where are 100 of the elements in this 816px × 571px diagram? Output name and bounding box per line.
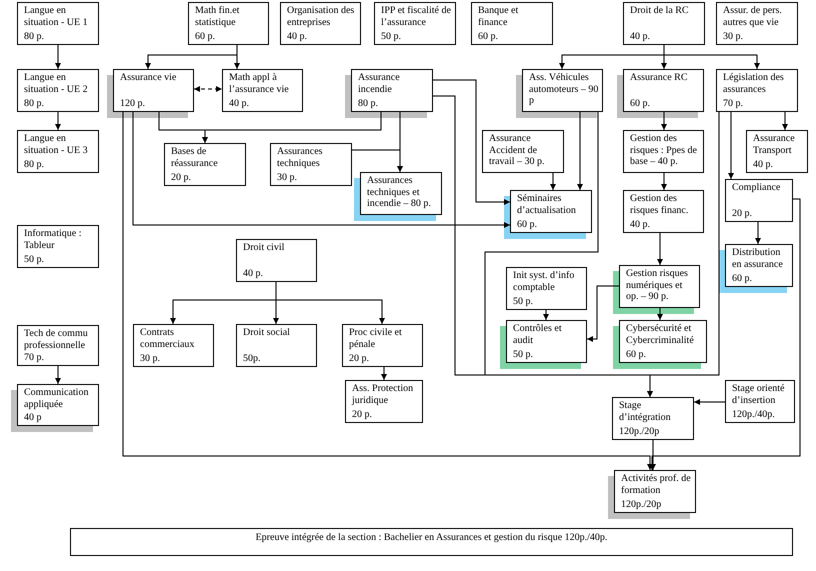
arrow (586, 286, 620, 342)
course-title: Assurance incendie (358, 72, 401, 95)
course-box (17, 69, 99, 112)
course-title: Gestion risques numériques et op. – 90 p. (626, 268, 689, 302)
course-hours: 20 p. (171, 172, 192, 183)
course-hours: 40 p. (287, 30, 308, 42)
course-title: Droit civil (243, 242, 286, 254)
arrow (649, 198, 800, 470)
course-hours: 50 p. (381, 30, 402, 42)
course-title: Math appl à l’assurance vie (229, 72, 290, 95)
course-title: Compliance (732, 182, 782, 194)
course-box (113, 69, 194, 112)
course-title: Stage d’intégration (619, 400, 672, 423)
course-title: Activités prof. de formation (621, 473, 692, 496)
course-title: Assurance vie (120, 72, 178, 84)
exam-box (70, 528, 793, 556)
arrow (276, 282, 385, 324)
arrow (728, 112, 734, 180)
course-title: Stage orienté d’insertion (732, 383, 786, 406)
course-box (17, 130, 99, 173)
course-title: Droit de la RC (630, 5, 690, 16)
arrow (381, 366, 387, 380)
arrow (432, 80, 510, 205)
course-title: IPP et fiscalité de l’assurance (381, 5, 452, 28)
course-box (623, 130, 704, 173)
course-box (612, 397, 694, 440)
arrow (782, 112, 788, 130)
course-title: Législation des assurances (723, 72, 785, 95)
course-hours: 20 p. (349, 352, 370, 364)
course-box (360, 172, 442, 215)
course-hours: 60 p. (630, 98, 651, 109)
course-title: Assurances techniques et incendie – 80 p. (367, 175, 432, 210)
course-hours: 50 p. (513, 296, 534, 307)
course-hours: 70 p. (723, 98, 744, 109)
course-hours: 80 p. (24, 30, 45, 42)
arrow (55, 112, 61, 130)
course-hours: 30 p. (140, 352, 161, 364)
course-title: Banque et finance (478, 5, 520, 28)
course-box (623, 190, 704, 233)
course-box (17, 2, 99, 45)
arrow (755, 222, 761, 244)
course-hours: 70 p. (24, 352, 45, 363)
course-box (619, 265, 700, 308)
course-box (619, 320, 707, 363)
course-box (270, 143, 352, 186)
arrow (132, 112, 510, 228)
course-hours: 40 p (24, 412, 42, 423)
course-box (522, 69, 603, 112)
arrow (657, 308, 663, 320)
course-box (236, 239, 317, 282)
arrow (577, 112, 583, 190)
arrow (543, 310, 549, 320)
course-title: Assurance Transport (753, 133, 796, 156)
course-hours: 120 p. (120, 98, 146, 109)
course-title: Séminaires d’actualisation (517, 193, 577, 216)
course-box (188, 2, 269, 45)
arrow (55, 44, 61, 70)
course-box (623, 69, 704, 112)
course-title: Distribution en assurance (732, 247, 784, 270)
course-hours: 40 p. (630, 30, 651, 42)
course-box (716, 2, 798, 45)
course-hours: 60 p. (517, 218, 538, 230)
course-title: Assurance Accident de travail – 30 p. (489, 133, 546, 168)
arrow (647, 112, 720, 398)
course-box (17, 384, 99, 426)
course-hours: 20 p. (352, 408, 373, 420)
course-hours: 60 p. (478, 30, 499, 42)
arrow (122, 112, 653, 470)
course-title: Ass. Protection juridique (352, 383, 414, 406)
course-box (510, 190, 592, 233)
course-box (716, 69, 798, 112)
course-box (236, 324, 317, 367)
course-box (280, 2, 361, 45)
course-box (17, 325, 99, 366)
course-box (623, 2, 705, 45)
course-title: Epreuve intégrée de la section : Bachelier en Assurances et gestion du risque 120p./40p. (254, 532, 608, 544)
course-hours: 80 p. (24, 98, 45, 109)
course-title: Informatique : Tableur (24, 228, 82, 251)
course-hours: 50p. (243, 352, 262, 364)
course-box (222, 69, 303, 112)
course-box (164, 143, 246, 186)
course-hours: 80 p. (24, 158, 45, 170)
course-hours: 40 p. (630, 218, 651, 230)
course-title: Assurance RC (630, 72, 688, 84)
course-box (725, 380, 795, 423)
course-box (506, 320, 587, 363)
course-box (725, 179, 793, 222)
course-title: Gestion des risques financ. (630, 193, 690, 216)
course-title: Gestion des risques : Ppes de base – 40 p. (630, 133, 698, 168)
arrow (661, 112, 667, 130)
course-hours: 30 p. (277, 172, 298, 183)
arrow (234, 44, 240, 70)
course-hours: 60 p. (195, 30, 216, 42)
arrow (55, 366, 61, 384)
course-title: Contrôles et audit (513, 323, 563, 346)
course-box (342, 324, 423, 367)
course-title: Langue en situation - UE 2 (24, 72, 89, 95)
course-box (351, 69, 433, 112)
course-hours: 30 p. (723, 30, 744, 42)
course-title: Assur. de pers. autres que vie (723, 5, 783, 28)
